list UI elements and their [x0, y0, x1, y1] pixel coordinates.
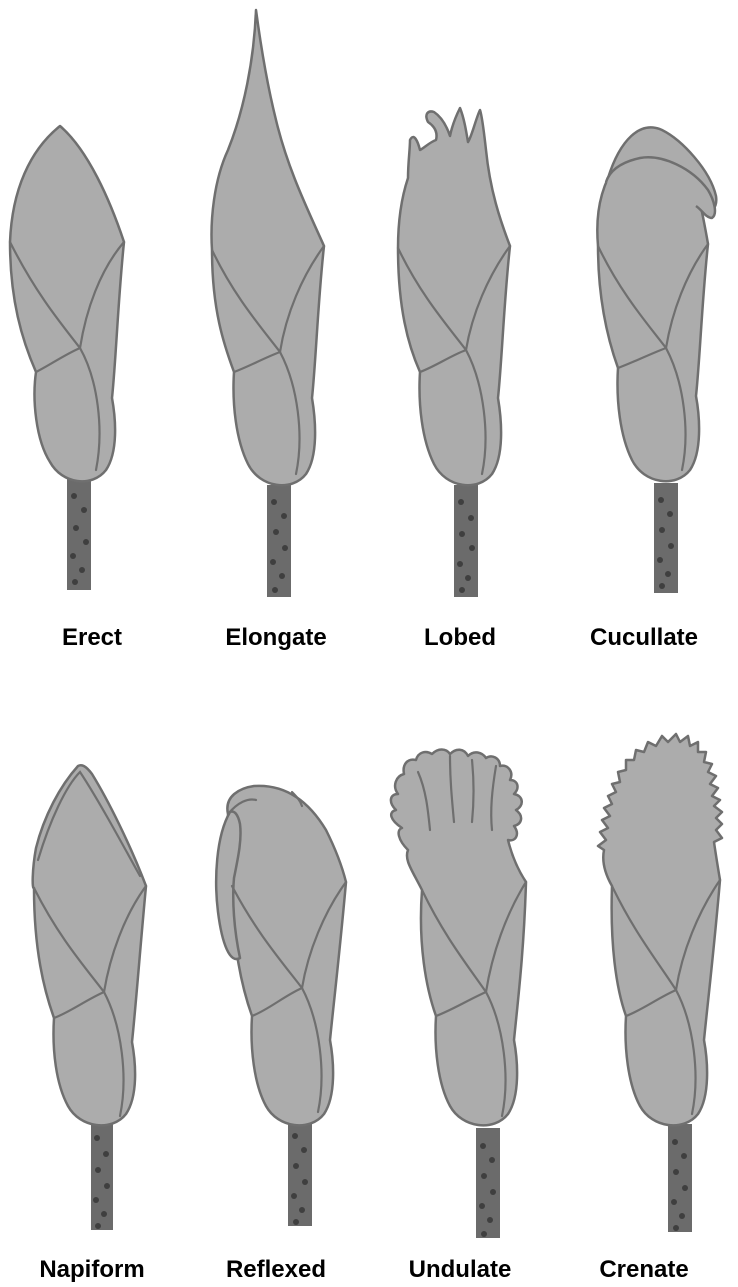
undulate-illustration [368, 660, 552, 1250]
form-napiform: Napiform [0, 660, 184, 1287]
form-label: Erect [0, 624, 184, 652]
form-undulate: Undulate [368, 660, 552, 1287]
form-label: Napiform [0, 1256, 184, 1284]
form-label: Lobed [368, 624, 552, 652]
form-reflexed: Reflexed [184, 660, 368, 1287]
form-cucullate: Cucullate [552, 0, 736, 660]
form-crenate: Crenate [552, 660, 736, 1287]
reflexed-illustration [184, 660, 368, 1250]
form-label: Reflexed [184, 1256, 368, 1284]
crenate-illustration [552, 660, 738, 1250]
erect-illustration [0, 0, 184, 620]
form-lobed: Lobed [368, 0, 552, 660]
form-label: Undulate [368, 1256, 552, 1284]
napiform-illustration [0, 660, 184, 1250]
form-elongate: Elongate [184, 0, 368, 660]
form-erect: Erect [0, 0, 184, 660]
form-label: Cucullate [552, 624, 736, 652]
form-label: Elongate [184, 624, 368, 652]
elongate-illustration [184, 0, 368, 620]
form-label: Crenate [552, 1256, 736, 1284]
lobed-illustration [368, 0, 552, 620]
cucullate-illustration [552, 0, 738, 620]
